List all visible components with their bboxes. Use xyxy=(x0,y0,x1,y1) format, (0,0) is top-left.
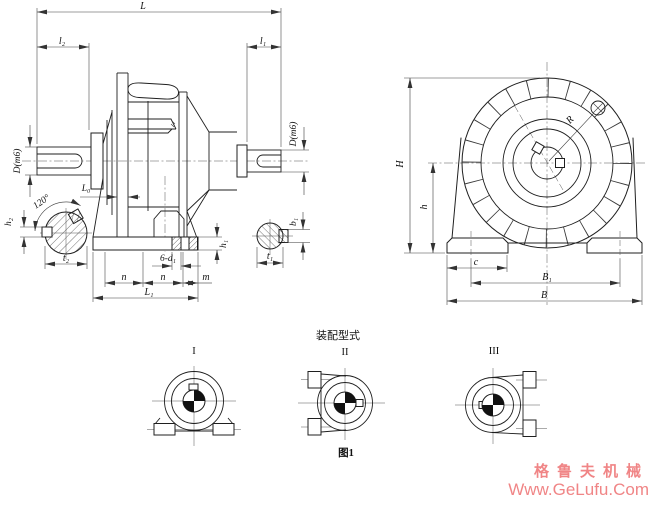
bore-keyway-tilted xyxy=(531,141,545,155)
housing-body xyxy=(128,91,237,239)
output-shaft xyxy=(246,149,282,173)
variant-1-left-foot xyxy=(153,423,176,436)
dim-label-R: R xyxy=(563,114,576,127)
left-bell-top xyxy=(102,111,113,145)
dim-label-B1: B₁ xyxy=(542,272,552,283)
dim-label-h2: h₂ xyxy=(4,217,14,226)
housing-left-side xyxy=(451,137,462,239)
dim-label-L0: L₀ xyxy=(81,184,91,194)
bearing-boss-circle xyxy=(502,118,592,208)
variant-2-bottom-foot xyxy=(307,418,322,436)
radius-leader xyxy=(548,113,594,162)
dim-label-6d1: 6-d₁ xyxy=(160,254,176,264)
keyway-notch-small xyxy=(278,229,289,243)
variant-3-bottom-foot xyxy=(522,419,537,437)
left-bell-slope xyxy=(92,177,104,238)
cooling-fin-ticks xyxy=(462,78,632,248)
dim-label-D-left: D(m6) xyxy=(12,149,23,175)
dim-label-h: h xyxy=(419,205,430,210)
end-view: R H h c B₁ B xyxy=(395,62,645,305)
base-plate xyxy=(92,236,199,251)
dim-label-L1: L₁ xyxy=(143,287,153,298)
variant-2-center-mark-q1 xyxy=(345,392,356,403)
bolt-hole-section-2 xyxy=(188,236,198,251)
bore-keyway-right xyxy=(555,158,565,168)
variant-2-figure xyxy=(298,368,385,440)
variant-2-keyway-tab xyxy=(355,399,364,407)
dim-label-l2: l₂ xyxy=(59,36,66,47)
left-bearing-cap xyxy=(90,132,104,190)
variant-1-center-mark-q3 xyxy=(183,401,194,412)
dim-label-H: H xyxy=(395,160,406,169)
variant-2-top-foot xyxy=(307,371,322,389)
variant-3-center-mark-q1 xyxy=(493,394,504,405)
dim-label-n-left: n xyxy=(122,272,127,283)
watermark-brand-text: 格鲁夫机械 xyxy=(534,462,649,480)
figure-caption: 图1 xyxy=(338,447,354,459)
main-side-view: L l₂ l₁ D(m6) D(m6) L₀ xyxy=(4,1,310,302)
dim-label-c: c xyxy=(474,257,479,268)
assembly-title: 装配型式 xyxy=(316,328,360,342)
dim-label-b1: b₁ xyxy=(289,218,299,226)
main-view-dimensions: L l₂ l₁ D(m6) D(m6) L₀ xyxy=(12,1,309,302)
variant-1-center-mark-q1 xyxy=(194,390,205,401)
hub-circle xyxy=(512,128,582,198)
rib-hatch xyxy=(170,120,176,128)
housing-right-side xyxy=(632,137,638,239)
variant-1-label: I xyxy=(192,346,196,357)
output-shaft-section-detail: b₁ t₁ xyxy=(252,212,310,268)
plug-cross-icon xyxy=(592,102,604,114)
dim-label-m: m xyxy=(202,272,209,283)
variant-3-figure xyxy=(455,368,547,444)
dim-label-t2: t₂ xyxy=(63,253,70,264)
variant-1-keyway-tab xyxy=(188,383,199,391)
plug-hole-marker xyxy=(590,100,606,116)
output-shaft-keyway xyxy=(256,154,281,168)
watermark-url-text: Www.GeLufu.Com xyxy=(508,480,649,499)
dim-label-n-right: n xyxy=(161,272,166,283)
variant-3-center-mark-q3 xyxy=(482,405,493,416)
assembly-variants: 装配型式 I II III 图1 xyxy=(147,328,547,459)
input-shaft-section-detail: 120° h₂ t₂ xyxy=(4,192,92,269)
key-section xyxy=(41,226,53,238)
dim-label-D-right: D(m6) xyxy=(288,122,299,148)
dim-label-t1: t₁ xyxy=(267,251,273,262)
variant-2-label: II xyxy=(342,347,349,358)
dim-label-120deg: 120° xyxy=(31,192,52,211)
watermark: 格鲁夫机械 Www.GeLufu.Com xyxy=(508,462,649,499)
dim-label-B: B xyxy=(541,290,547,301)
input-shaft-keyway xyxy=(37,153,83,169)
dim-label-h1: h₁ xyxy=(219,240,229,248)
pedestal xyxy=(153,210,185,237)
dim-label-L: L xyxy=(139,1,146,12)
right-foot xyxy=(586,237,643,254)
variant-3-top-foot xyxy=(522,371,537,389)
variant-2-center-mark-q3 xyxy=(334,403,345,414)
dim-label-l1: l₁ xyxy=(260,36,266,47)
gusset-rib xyxy=(128,118,177,134)
left-foot xyxy=(446,237,509,254)
variant-1-right-foot xyxy=(212,423,235,436)
top-cap-oval xyxy=(127,82,179,100)
fin-ring-inner-circle xyxy=(480,96,614,230)
output-bearing-cap xyxy=(236,144,248,178)
variant-3-label: III xyxy=(489,346,500,357)
variant-1-figure xyxy=(147,366,241,446)
bolt-hole-section-1 xyxy=(171,236,182,251)
